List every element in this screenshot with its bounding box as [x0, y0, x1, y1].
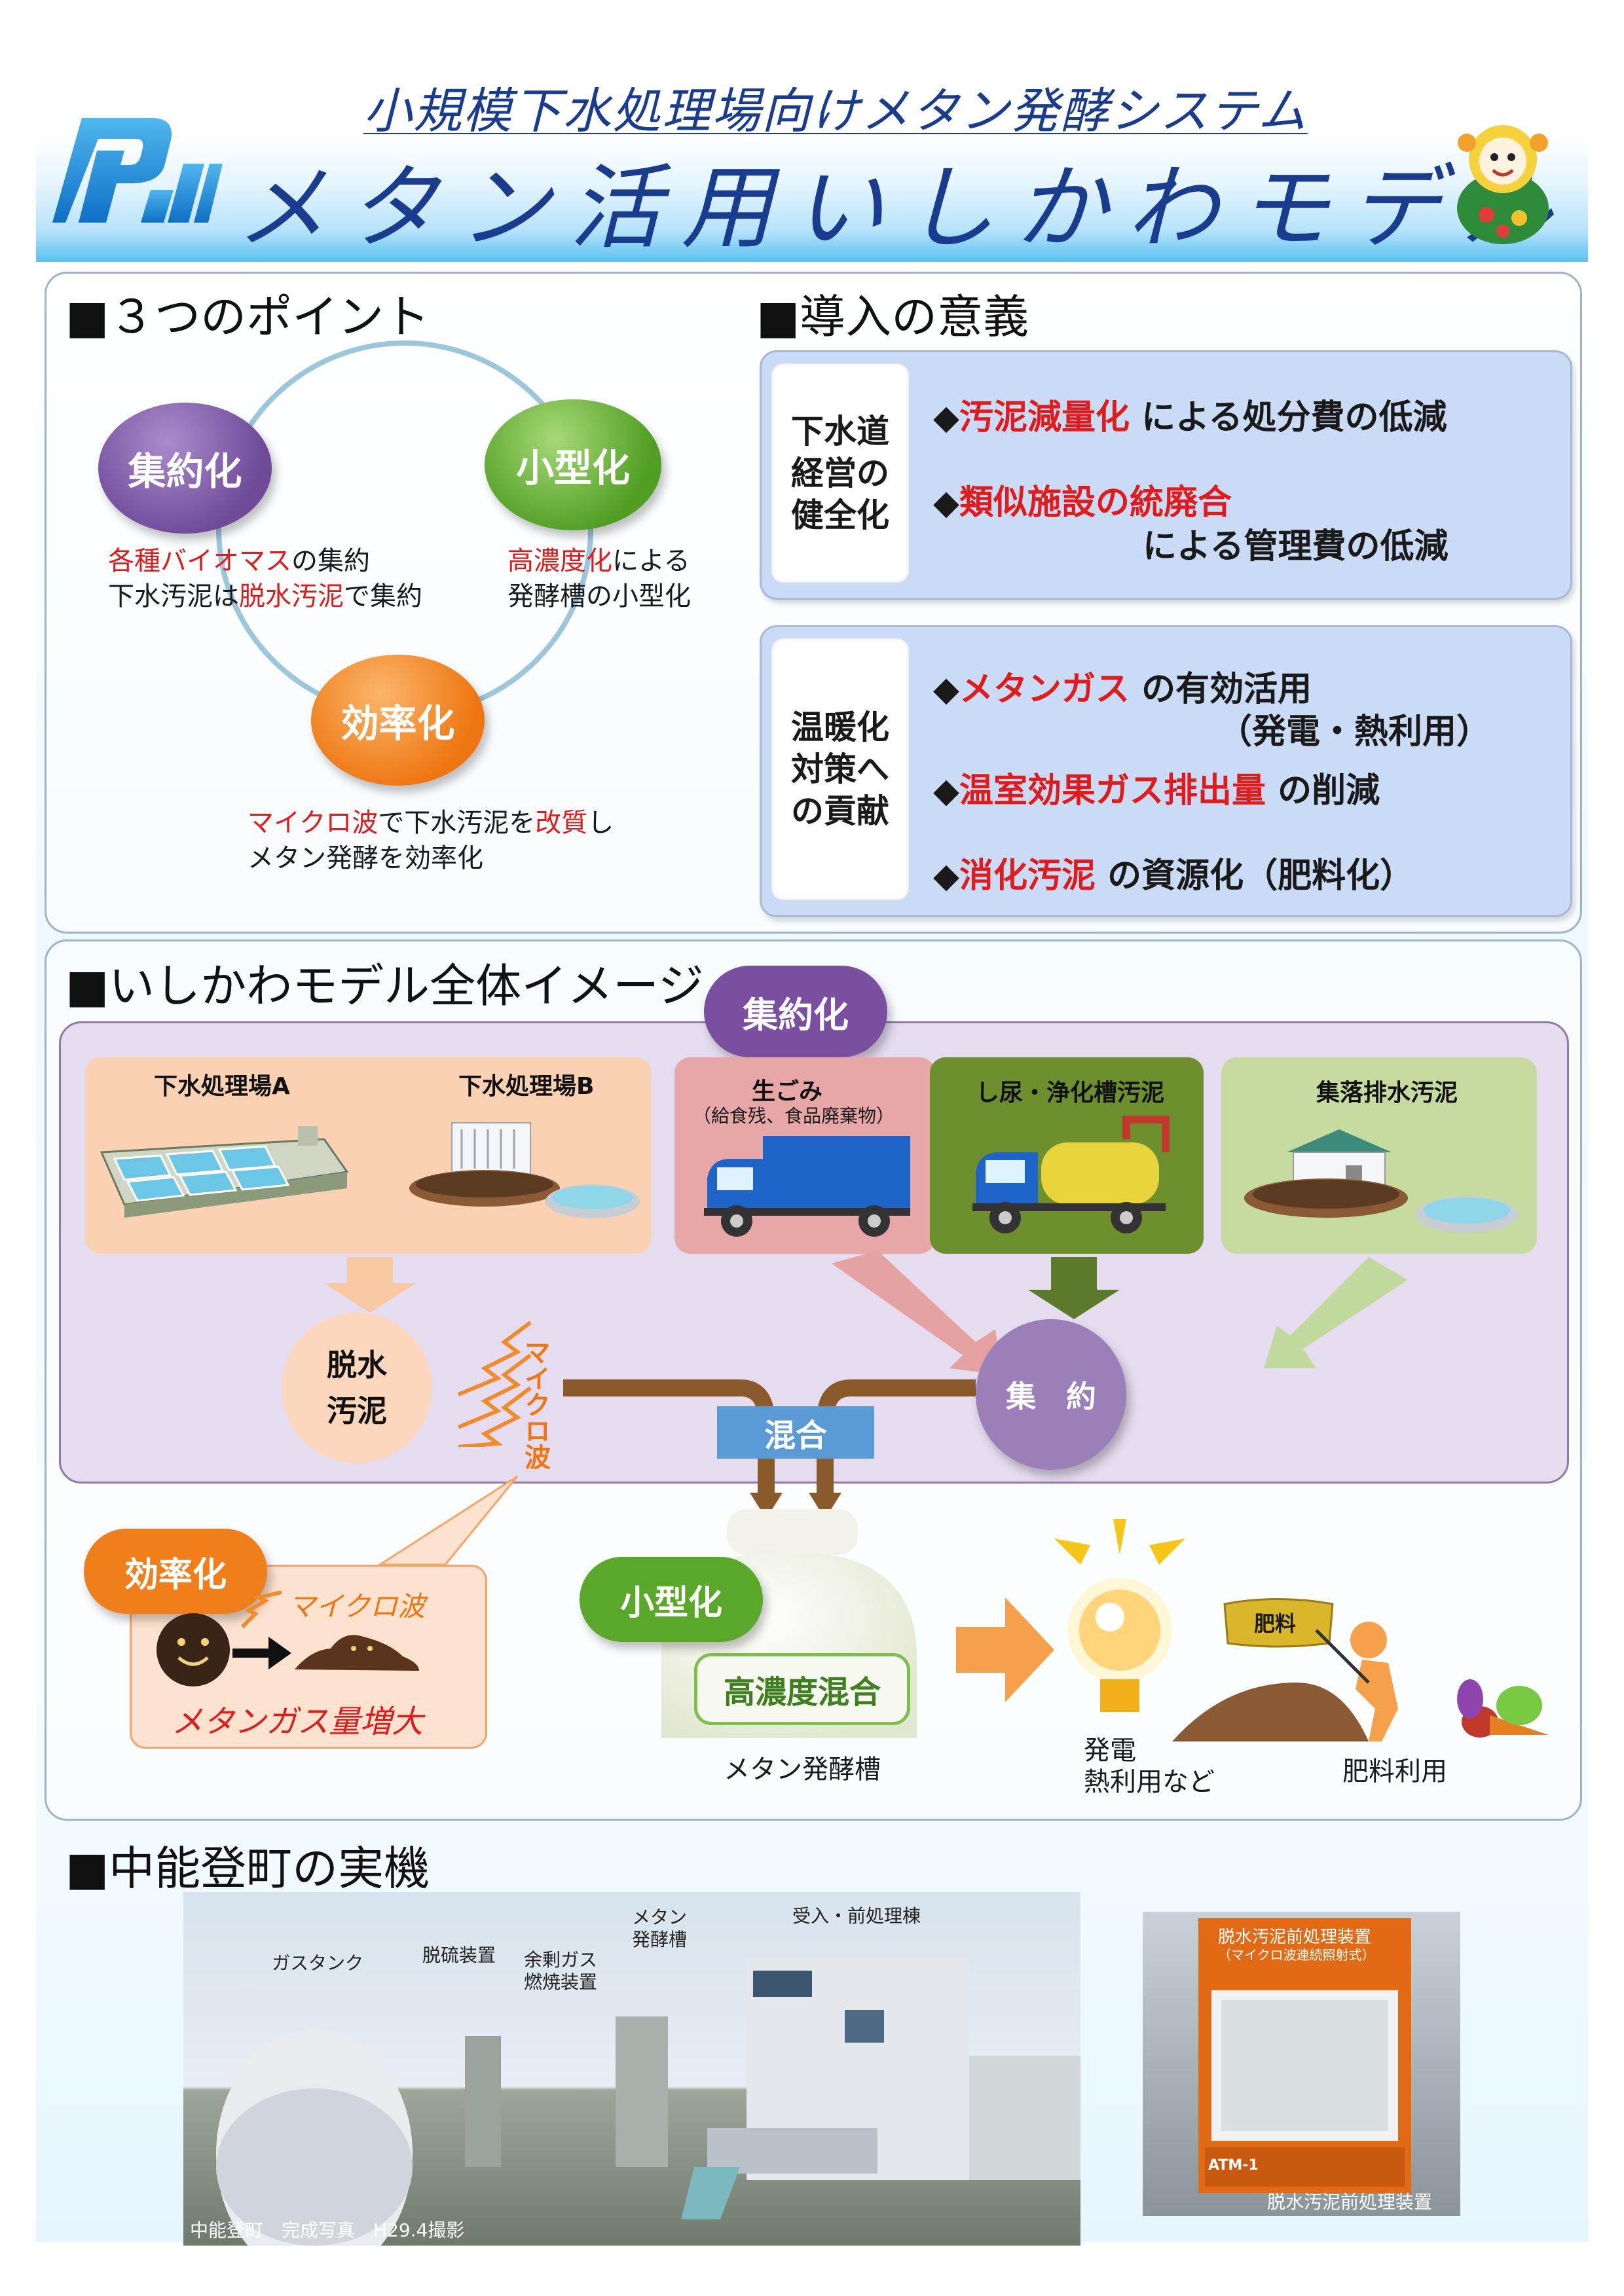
gas-increase-label: メタンガス量増大 — [172, 1704, 424, 1740]
facility-photo — [183, 1892, 1080, 2246]
downsizing-ball: 小型化 — [485, 399, 661, 530]
digester-label: メタン発酵槽 — [724, 1755, 881, 1785]
mascot-icon — [1447, 117, 1559, 250]
efficiency-desc: マイクロ波で下水汚泥を改質し メタン発酵を効率化 — [248, 808, 614, 873]
aggregation-ball: 集約化 — [98, 403, 272, 534]
collect-circle: 集 約 — [976, 1319, 1126, 1470]
output-arrow — [956, 1597, 1054, 1705]
downsizing-desc: 高濃度化による 発酵槽の小型化 — [507, 546, 691, 611]
garbage-sub-label: （給食残、食品廃棄物） — [693, 1105, 895, 1127]
device-model: ATM-1 — [1208, 2157, 1259, 2174]
aggregation-badge: 集約化 — [704, 966, 887, 1057]
label-receiving-building: 受入・前処理棟 — [792, 1905, 921, 1927]
callout-pointer — [341, 1473, 524, 1574]
facility-section-title: ■中能登町の実機 — [65, 1842, 430, 1895]
finance-item-2: ◆類似施設の統廃合 — [933, 483, 1232, 522]
label-digester: メタン発酵槽 — [632, 1906, 688, 1950]
arrow-right-icon — [232, 1637, 291, 1672]
light-bulb-icon — [1041, 1519, 1198, 1738]
ishikawa-prefecture-logo — [52, 111, 223, 232]
modified-sludge-icon — [291, 1624, 422, 1679]
plant-a-illustration — [95, 1113, 354, 1220]
fertilizer-use-label: 肥料利用 — [1342, 1757, 1447, 1787]
header-band — [36, 134, 1588, 262]
significance-section-title: ■導入の意義 — [756, 290, 1029, 344]
microwave-label: マイクロ波 — [288, 1590, 426, 1622]
plant-b-illustration — [406, 1116, 642, 1227]
garbage-label: 生ごみ — [752, 1078, 823, 1105]
points-section-title: ■３つのポイント — [65, 290, 430, 344]
finance-label: 下水道経営の健全化 — [771, 363, 909, 583]
finance-item-1: ◆汚泥減量化 による処分費の低減 — [933, 398, 1447, 437]
garbage-truck-icon — [701, 1129, 917, 1243]
climate-item-1-line2: （発電・熱利用） — [1218, 712, 1491, 752]
microwave-vertical-label: マイクロ波 — [520, 1339, 550, 1470]
farmer-compost-illustration — [1172, 1617, 1434, 1751]
mix-label: 混合 — [717, 1406, 874, 1459]
device-plate-line1: 脱水汚泥前処理装置 — [1218, 1927, 1372, 1947]
microwave-zigzag-icon — [439, 1316, 537, 1449]
vegetables-icon — [1450, 1669, 1555, 1751]
finance-item-2-line2: による管理費の低減 — [1143, 527, 1449, 566]
overview-section-title: ■いしかわモデル全体イメージ — [65, 959, 704, 1013]
label-gas-tank: ガスタンク — [272, 1952, 364, 1974]
plant-a-label: 下水処理場A — [154, 1073, 290, 1100]
sludge-ball-icon — [154, 1611, 232, 1692]
climate-label: 温暖化対策への貢献 — [771, 638, 909, 900]
high-concentration-label: 高濃度混合 — [694, 1653, 910, 1725]
dewatered-sludge-circle: 脱水汚泥 — [282, 1313, 432, 1463]
downsizing-badge: 小型化 — [580, 1557, 763, 1642]
label-desulfurizer: 脱硫装置 — [422, 1944, 496, 1966]
aggregation-desc: 各種バイオマスの集約 下水汚泥は脱水汚泥で集約 — [108, 546, 422, 611]
fertilizer-bag-label: 肥料 — [1254, 1611, 1297, 1636]
plant-b-label: 下水処理場B — [458, 1073, 595, 1100]
power-label: 発電熱利用など — [1084, 1736, 1215, 1797]
efficiency-badge: 効率化 — [84, 1529, 267, 1614]
night-soil-label: し尿・浄化槽汚泥 — [976, 1080, 1165, 1106]
header-title: メタン活用いしかわモデル — [236, 155, 1572, 262]
climate-item-2: ◆温室効果ガス排出量 の削減 — [933, 771, 1380, 811]
device-photo — [1143, 1912, 1460, 2216]
photo-caption: 中能登町 完成写真 H29.4撮影 — [190, 2219, 465, 2241]
header-subtitle: 小規模下水処理場向けメタン発酵システム — [363, 83, 1308, 139]
village-label: 集落排水汚泥 — [1316, 1080, 1458, 1106]
device-plate-line2: （マイクロ波連続照射式） — [1218, 1947, 1375, 1963]
tank-truck-icon — [969, 1113, 1172, 1240]
device-caption: 脱水汚泥前処理装置 — [1267, 2191, 1433, 2213]
climate-item-1: ◆メタンガス の有効活用 — [933, 670, 1312, 709]
microwave-wave-icon — [239, 1590, 285, 1633]
climate-item-3: ◆消化汚泥 の資源化（肥料化） — [933, 856, 1414, 896]
efficiency-ball: 効率化 — [311, 655, 485, 786]
label-excess-gas: 余剰ガス燃焼装置 — [524, 1949, 598, 1993]
village-plant-illustration — [1241, 1126, 1522, 1240]
